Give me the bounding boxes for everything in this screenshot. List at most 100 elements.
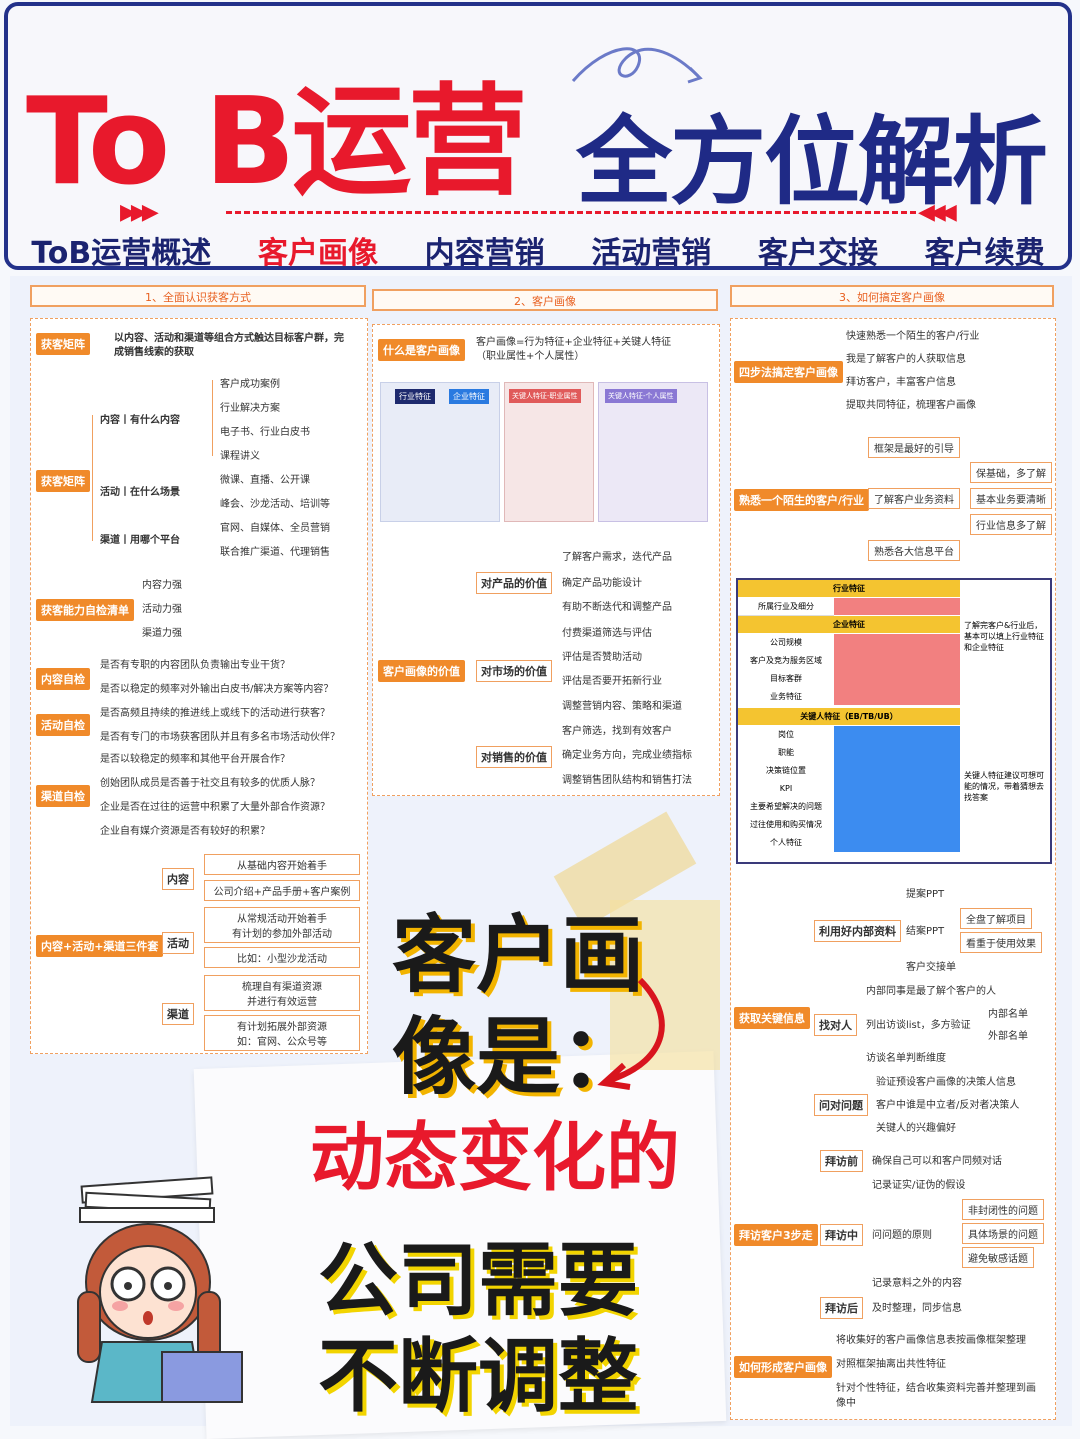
what-tag: 什么是客户画像 xyxy=(378,339,465,361)
value-item: 调整营销内容、策略和渠道 xyxy=(562,701,682,712)
value-item: 付费渠道筛选与评估 xyxy=(562,628,652,639)
collect-sub: 全盘了解项目 xyxy=(960,908,1032,929)
title-red: To B运营 xyxy=(26,73,528,212)
table-note: 了解完客户&行业后，基本可以填上行业特征和企业特征 xyxy=(964,621,1044,652)
collect-item: 提案PPT xyxy=(906,889,945,900)
value-item: 了解客户需求，迭代产品 xyxy=(562,552,672,563)
familiar-item: 了解客户业务资料 xyxy=(868,488,960,509)
tab-event-marketing[interactable]: 活动营销 xyxy=(591,236,712,271)
step-item: 提取共同特征，梳理客户画像 xyxy=(846,400,976,411)
familiar-sub: 基本业务要清晰 xyxy=(970,488,1052,509)
tab-customer-handover[interactable]: 客户交接 xyxy=(757,236,878,271)
activity-check-tag: 活动自检 xyxy=(36,714,90,736)
profile-table: 行业特征 所属行业及细分 企业特征 公司规模 客户及竞为服务区域 目标客群 业务… xyxy=(736,578,1052,864)
visit-item: 记录证实/证伪的假设 xyxy=(872,1180,966,1191)
value-item: 调整销售团队结构和销售打法 xyxy=(562,775,692,786)
divider xyxy=(226,211,916,214)
trio-item: 梳理自有渠道资源 并进行有效运营 xyxy=(204,975,360,1011)
checklist-tag: 获客能力自检清单 xyxy=(36,599,134,621)
trio-label: 活动 xyxy=(162,932,194,954)
value-item: 评估是否要开拓新行业 xyxy=(562,676,662,687)
familiar-item: 熟悉各大信息平台 xyxy=(868,540,960,561)
overlay-line-5: 不断调整 xyxy=(318,1330,638,1423)
tab-content-marketing[interactable]: 内容营销 xyxy=(424,236,545,271)
matrix-desc-1: 以内容、活动和渠道等组合方式触达目标客户群，完 xyxy=(114,333,344,344)
collect-item: 客户中谁是中立者/反对者决策人 xyxy=(876,1100,1020,1111)
value-item: 有助不断迭代和调整产品 xyxy=(562,602,672,613)
cartoon-girl-icon xyxy=(77,1176,243,1403)
matrix-desc-2: 成销售线索的获取 xyxy=(114,347,194,358)
familiar-tag: 熟悉一个陌生的客户/行业 xyxy=(734,489,870,511)
visit-sub: 避免敏感话题 xyxy=(962,1247,1034,1268)
check-item: 是否有专职的内容团队负责输出专业干货？ xyxy=(100,660,290,671)
visit-item: 问问题的原则 xyxy=(872,1230,932,1241)
familiar-item: 框架是最好的引导 xyxy=(868,437,960,458)
visit-sub: 非封闭性的问题 xyxy=(962,1199,1044,1220)
visit-item: 及时整理，同步信息 xyxy=(872,1303,962,1314)
header-banner: To B运营 全方位解析 ▶▶▶ ◀◀◀ ToB运营概述 客户画像 内容营销 活… xyxy=(4,2,1072,272)
tab-renewal[interactable]: 客户续费 xyxy=(924,236,1045,271)
collect-label: 利用好内部资料 xyxy=(814,920,901,942)
checklist-item: 内容力强 xyxy=(142,580,182,591)
visit-sub: 具体场景的问题 xyxy=(962,1223,1044,1244)
overlay-line-3: 动态变化的 xyxy=(310,1115,680,1201)
trio-label: 渠道 xyxy=(162,1003,194,1025)
value-item: 评估是否赞助活动 xyxy=(562,652,642,663)
check-item: 企业是否在过往的运营中积累了大量外部合作资源？ xyxy=(100,802,330,813)
visit-label: 拜访中 xyxy=(820,1224,863,1246)
trio-item: 从基础内容开始着手 xyxy=(204,854,360,875)
collect-item: 内部同事是最了解个客户的人 xyxy=(866,986,996,997)
form-item: 针对个性特征，结合收集资料完善并整理到画像中 xyxy=(836,1383,1036,1409)
what-desc: 客户画像=行为特征+企业特征+关键人特征 xyxy=(476,337,672,348)
form-tag: 如何形成客户画像 xyxy=(734,1356,832,1378)
col3-heading: 3、如何搞定客户画像 xyxy=(730,285,1054,307)
visit-tag: 拜访客户3步走 xyxy=(734,1224,818,1246)
check-item: 是否以稳定的频率对外输出白皮书/解决方案等内容？ xyxy=(100,684,334,695)
content-item: 客户成功案例 xyxy=(220,379,280,390)
visit-label: 拜访前 xyxy=(820,1150,863,1172)
content-check-tag: 内容自检 xyxy=(36,668,90,690)
tab-bar: ToB运营概述 客户画像 内容营销 活动营销 客户交接 客户续费 xyxy=(8,228,1068,272)
step-item: 拜访客户，丰富客户信息 xyxy=(846,377,956,388)
collect-item: 访谈名单判断维度 xyxy=(866,1053,946,1064)
tab-overview[interactable]: ToB运营概述 xyxy=(31,236,212,271)
table-note: 关键人特征建议可想可能的情况，带着猜想去找答案 xyxy=(964,771,1044,802)
checklist-item: 活动力强 xyxy=(142,604,182,615)
content-label: 内容丨有什么内容 xyxy=(100,415,180,426)
familiar-sub: 保基础，多了解 xyxy=(970,462,1052,483)
channel-check-tag: 渠道自检 xyxy=(36,785,90,807)
step-item: 我是了解客户的人获取信息 xyxy=(846,354,966,365)
tab-customer-profile[interactable]: 客户画像 xyxy=(257,236,378,271)
step-item: 快速熟悉一个陌生的客户/行业 xyxy=(846,331,980,342)
form-item: 将收集好的客户画像信息表按画像框架整理 xyxy=(836,1335,1026,1346)
triangles-left-icon: ◀◀◀ xyxy=(918,200,957,225)
collect-sub: 看重于使用效果 xyxy=(960,932,1042,953)
collect-item: 验证预设客户画像的决策人信息 xyxy=(876,1077,1016,1088)
matrix-tag-2: 获客矩阵 xyxy=(36,470,90,492)
triangles-right-icon: ▶▶▶ xyxy=(120,200,159,225)
collect-item: 列出访谈list，多方验证 xyxy=(866,1020,971,1031)
form-item: 对照框架抽离出共性特征 xyxy=(836,1359,946,1370)
swirl-arrow-icon xyxy=(571,47,703,84)
curved-arrow-icon xyxy=(597,977,665,1090)
checklist-item: 渠道力强 xyxy=(142,628,182,639)
value-item: 确定业务方向，完成业绩指标 xyxy=(562,750,692,761)
collect-tag: 获取关键信息 xyxy=(734,1007,810,1029)
overlay-line-2: 像是： xyxy=(392,1008,645,1106)
check-item: 创始团队成员是否善于社交且有较多的优质人脉？ xyxy=(100,778,320,789)
trio-item: 有计划拓展外部资源 如：官网、公众号等 xyxy=(204,1015,360,1051)
activity-item: 峰会、沙龙活动、培训等 xyxy=(220,499,330,510)
diagram-job: 关键人特征-职业属性 xyxy=(504,382,594,522)
collect-sub: 外部名单 xyxy=(988,1031,1028,1042)
title-navy: 全方位解析 xyxy=(576,106,1048,218)
collect-label: 问对问题 xyxy=(814,1094,868,1116)
visit-item: 确保自己可以和客户同频对话 xyxy=(872,1156,1002,1167)
familiar-sub: 行业信息多了解 xyxy=(970,514,1052,535)
check-item: 是否有专门的市场获客团队并且有多名市场活动伙伴？ xyxy=(100,732,340,743)
value-item: 客户筛选，找到有效客户 xyxy=(562,726,672,737)
matrix-tag: 获客矩阵 xyxy=(36,333,90,355)
value-sales: 对销售的价值 xyxy=(476,746,552,768)
collect-item: 客户交接单 xyxy=(906,962,956,973)
trio-tag: 内容+活动+渠道三件套 xyxy=(36,935,164,957)
trio-label: 内容 xyxy=(162,868,194,890)
